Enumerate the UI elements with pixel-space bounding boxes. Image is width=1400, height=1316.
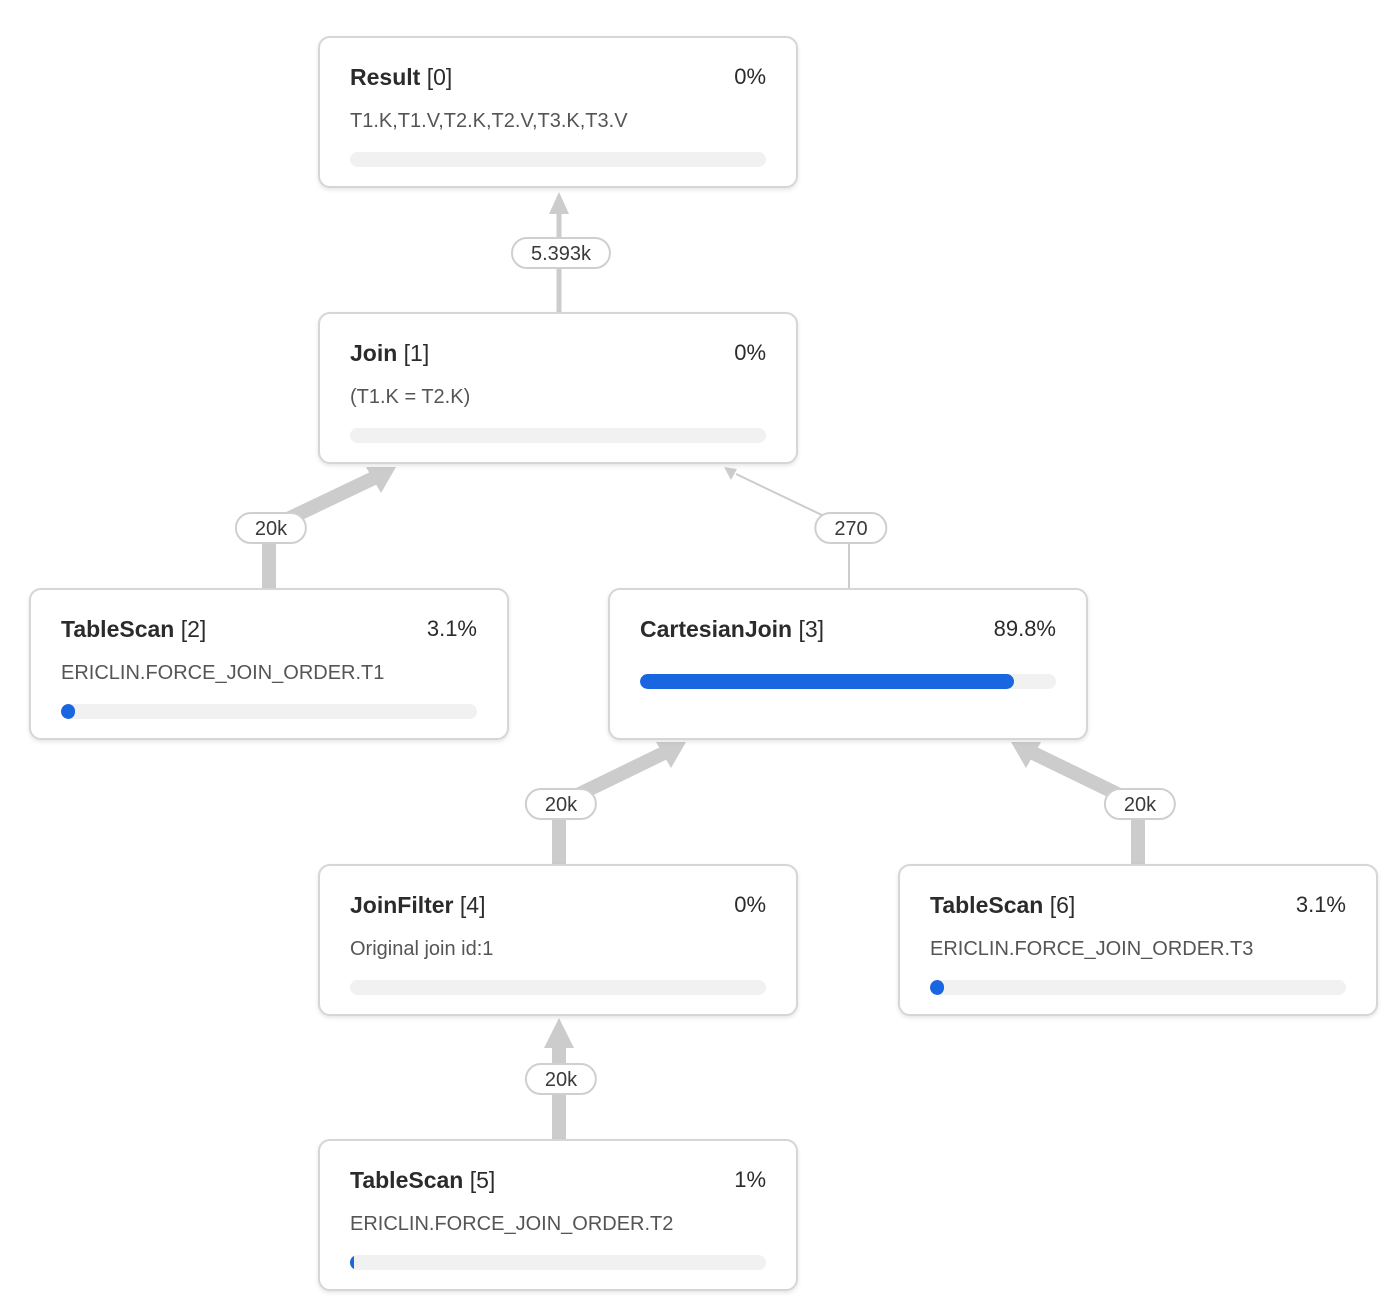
node-title: TableScan [2] <box>61 616 206 643</box>
operator-node-tablescan-t1[interactable]: TableScan [2] 3.1% ERICLIN.FORCE_JOIN_OR… <box>29 588 509 740</box>
progress-fill <box>930 980 944 995</box>
operator-node-result[interactable]: Result [0] 0% T1.K,T1.V,T2.K,T2.V,T3.K,T… <box>318 36 798 188</box>
operator-node-join[interactable]: Join [1] 0% (T1.K = T2.K) <box>318 312 798 464</box>
progress-fill <box>640 674 1014 689</box>
node-title: Result [0] <box>350 64 452 91</box>
operator-node-joinfilter[interactable]: JoinFilter [4] 0% Original join id:1 <box>318 864 798 1016</box>
node-name: TableScan <box>930 892 1044 918</box>
node-id: [2] <box>180 616 207 642</box>
node-detail: Original join id:1 <box>350 938 494 960</box>
progress-track <box>350 152 766 167</box>
node-detail: T1.K,T1.V,T2.K,T2.V,T3.K,T3.V <box>350 110 628 132</box>
node-id: [5] <box>469 1167 496 1193</box>
node-name: CartesianJoin <box>640 616 793 642</box>
node-detail: ERICLIN.FORCE_JOIN_ORDER.T1 <box>61 662 385 684</box>
operator-node-tablescan-t2[interactable]: TableScan [5] 1% ERICLIN.FORCE_JOIN_ORDE… <box>318 1139 798 1291</box>
edge-label-rows: 20k <box>524 788 598 820</box>
node-id: [6] <box>1049 892 1076 918</box>
node-name: TableScan <box>350 1167 464 1193</box>
edge-label-rows: 20k <box>524 1063 598 1095</box>
node-id: [4] <box>459 892 486 918</box>
edge-label-rows: 270 <box>814 512 888 544</box>
operator-node-cartesianjoin[interactable]: CartesianJoin [3] 89.8% <box>608 588 1088 740</box>
edge-label-rows: 20k <box>234 512 308 544</box>
edge-label-rows: 5.393k <box>510 237 612 269</box>
node-percent: 0% <box>734 340 766 365</box>
node-detail: (T1.K = T2.K) <box>350 386 471 408</box>
node-name: TableScan <box>61 616 175 642</box>
node-percent: 0% <box>734 892 766 917</box>
operator-node-tablescan-t3[interactable]: TableScan [6] 3.1% ERICLIN.FORCE_JOIN_OR… <box>898 864 1378 1016</box>
node-name: Result <box>350 64 421 90</box>
node-percent: 0% <box>734 64 766 89</box>
node-title: Join [1] <box>350 340 429 367</box>
node-percent: 3.1% <box>426 616 477 641</box>
edge-label-rows: 20k <box>1103 788 1177 820</box>
node-title: CartesianJoin [3] <box>640 616 824 643</box>
node-id: [3] <box>798 616 825 642</box>
node-percent: 3.1% <box>1295 892 1346 917</box>
node-title: TableScan [5] <box>350 1167 495 1194</box>
progress-track <box>930 980 1346 995</box>
node-title: TableScan [6] <box>930 892 1075 919</box>
node-name: JoinFilter <box>350 892 454 918</box>
node-percent: 1% <box>734 1167 766 1192</box>
node-detail: ERICLIN.FORCE_JOIN_ORDER.T2 <box>350 1213 674 1235</box>
progress-track <box>350 980 766 995</box>
progress-fill <box>61 704 75 719</box>
progress-track <box>640 674 1056 689</box>
node-detail: ERICLIN.FORCE_JOIN_ORDER.T3 <box>930 938 1254 960</box>
node-name: Join <box>350 340 398 366</box>
progress-fill <box>350 1255 354 1270</box>
node-id: [1] <box>403 340 430 366</box>
node-id: [0] <box>426 64 453 90</box>
progress-track <box>350 428 766 443</box>
progress-track <box>61 704 477 719</box>
node-percent: 89.8% <box>993 616 1056 641</box>
progress-track <box>350 1255 766 1270</box>
node-title: JoinFilter [4] <box>350 892 485 919</box>
